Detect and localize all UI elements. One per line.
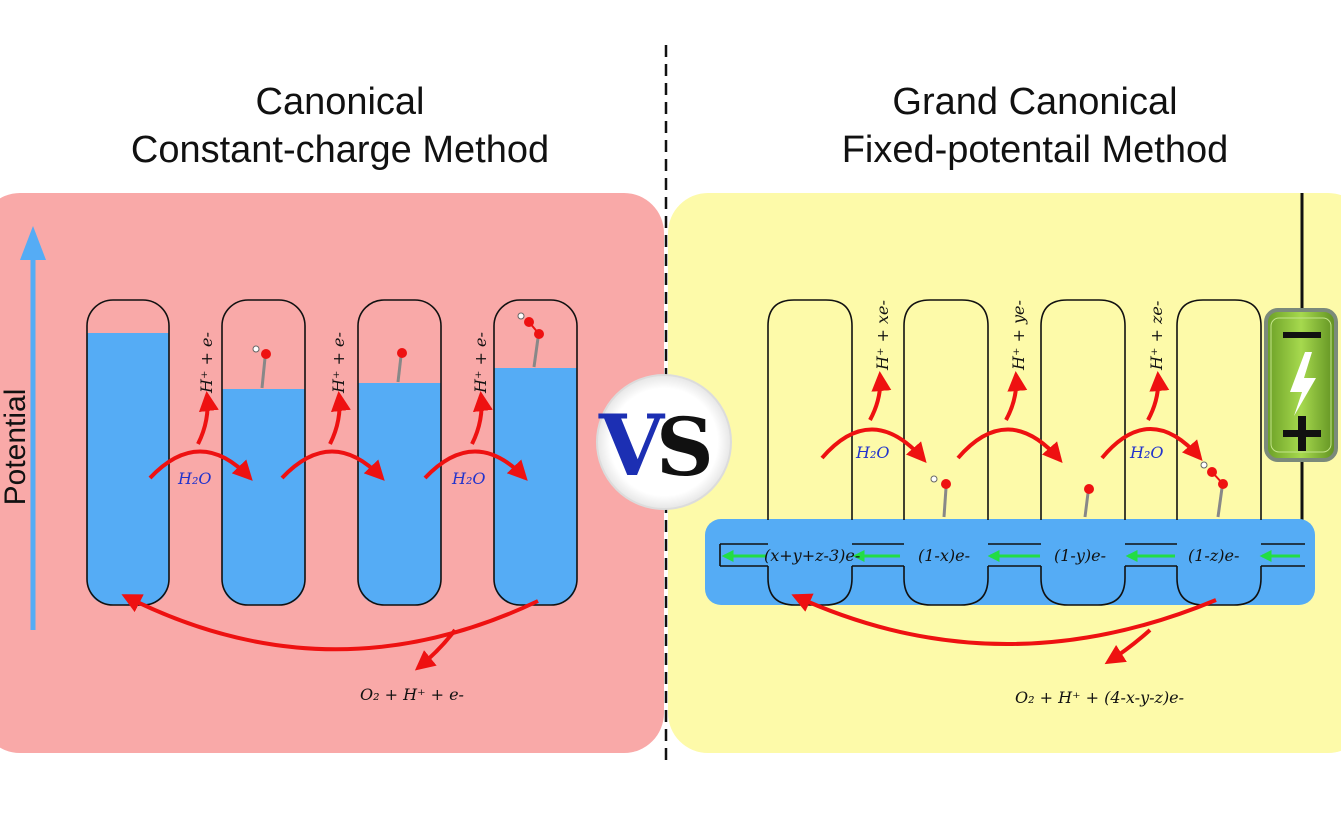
ooh-adsorbate-molecule [517, 312, 544, 368]
left-panel-title: Canonical Constant-charge Method [40, 78, 640, 174]
right-step-label-3: H⁺ + ze- [1147, 301, 1166, 371]
right-bottom-equation: O₂ + H⁺ + (4-x-y-z)e- [1015, 688, 1184, 707]
left-tube-4 [493, 299, 578, 606]
left-step-arrow-1 [148, 391, 253, 481]
vs-badge: V S [596, 374, 732, 510]
charge-label-4: (1-z)e- [1188, 546, 1239, 565]
right-step-label-2: H⁺ + ye- [1009, 300, 1028, 371]
right-title-line2: Fixed-potentail Method [841, 129, 1229, 171]
right-step-arrow-2 [956, 371, 1063, 464]
left-tube-3 [357, 299, 442, 606]
left-step-label-1: H⁺ + e- [197, 332, 216, 394]
potential-axis-label: Potential [0, 389, 32, 506]
charge-label-2: (1-x)e- [918, 546, 970, 565]
right-title-line1: Grand Canonical [892, 81, 1178, 123]
left-title-line1: Canonical [255, 81, 425, 123]
right-step-arrow-1 [820, 371, 927, 464]
left-water-label-2: H₂O [451, 469, 485, 488]
left-step-label-2: H⁺ + e- [329, 332, 348, 394]
left-step-arrow-3 [423, 391, 528, 481]
right-electrolyte-bar [705, 519, 1315, 605]
right-step-arrow-3 [1100, 371, 1203, 462]
battery-icon [1264, 308, 1338, 462]
left-water-label-1: H₂O [177, 469, 211, 488]
right-o-adsorbate [1083, 484, 1094, 518]
right-water-label-2: H₂O [1129, 443, 1163, 462]
left-tube-2 [221, 299, 306, 606]
left-step-arrow-2 [280, 391, 385, 481]
left-return-arrow [121, 594, 539, 671]
charge-label-3: (1-y)e- [1054, 546, 1106, 565]
right-tubes [719, 299, 1305, 606]
potential-axis-arrow [20, 226, 46, 630]
left-title-line2: Constant-charge Method [130, 129, 550, 171]
o-adsorbate-molecule [396, 348, 407, 383]
right-return-arrow [791, 593, 1217, 665]
vs-letter-v: V [598, 396, 666, 495]
right-panel-background [668, 193, 1341, 753]
vs-letter-s: S [656, 400, 714, 494]
left-tube-1 [86, 299, 170, 606]
charge-label-1: (x+y+z-3)e- [764, 546, 860, 565]
oh-adsorbate-molecule [252, 345, 271, 389]
right-water-label-1: H₂O [855, 443, 889, 462]
left-bottom-equation: O₂ + H⁺ + e- [360, 685, 464, 704]
right-step-label-1: H⁺ + xe- [873, 300, 892, 371]
left-step-label-3: H⁺ + e- [471, 332, 490, 394]
right-oh-adsorbate [930, 475, 951, 518]
right-panel-title: Grand Canonical Fixed-potentail Method [735, 78, 1335, 174]
right-ooh-adsorbate [1200, 461, 1228, 518]
